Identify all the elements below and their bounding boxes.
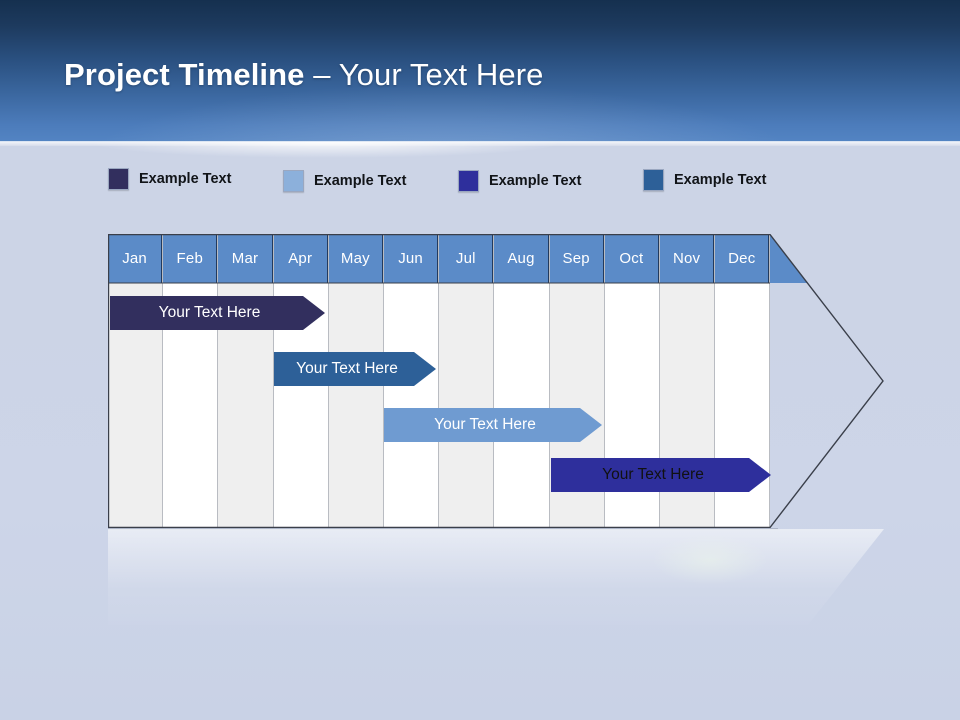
task-arrow-2[interactable]: Your Text Here: [274, 352, 436, 386]
task-arrow-label-4: Your Text Here: [602, 466, 704, 483]
month-header-dec: Dec: [715, 234, 770, 283]
title-header-band: [0, 0, 960, 142]
month-header-apr: Apr: [273, 234, 328, 283]
month-column-jul: Jul: [439, 234, 495, 528]
month-header-jan: Jan: [108, 234, 163, 283]
legend-label-4: Example Text: [674, 171, 767, 188]
month-header-feb: Feb: [163, 234, 218, 283]
month-header-jul: Jul: [439, 234, 494, 283]
month-column-mar: Mar: [218, 234, 274, 528]
task-arrow-label-1: Your Text Here: [158, 304, 261, 321]
legend-item-3: Example Text: [458, 170, 581, 192]
legend-item-4: Example Text: [643, 169, 766, 191]
legend-item-2: Example Text: [283, 170, 406, 192]
task-arrow-label-2: Your Text Here: [296, 360, 398, 377]
page-title-light: Your Text Here: [338, 57, 544, 92]
legend-item-1: Example Text: [108, 168, 231, 190]
month-header-mar: Mar: [218, 234, 273, 283]
task-arrow-3[interactable]: Your Text Here: [384, 408, 602, 442]
page-title: Project Timeline – Your Text Here: [64, 57, 543, 93]
legend-swatch-4: [643, 169, 664, 191]
task-arrow-1[interactable]: Your Text Here: [110, 296, 325, 330]
month-header-jun: Jun: [384, 234, 439, 283]
chart-reflection-line: [108, 528, 778, 530]
month-column-aug: Aug: [494, 234, 550, 528]
task-arrow-label-3: Your Text Here: [434, 416, 536, 433]
month-column-feb: Feb: [163, 234, 219, 528]
reflection-glow: [620, 520, 800, 600]
chart-reflection: [108, 529, 884, 625]
legend-label-2: Example Text: [314, 172, 407, 189]
legend-swatch-3: [458, 170, 479, 192]
legend-label-1: Example Text: [139, 170, 232, 187]
month-header-nov: Nov: [660, 234, 715, 283]
legend-label-3: Example Text: [489, 172, 582, 189]
page-title-bold: Project Timeline: [64, 57, 305, 92]
month-header-sep: Sep: [549, 234, 604, 283]
month-header-aug: Aug: [494, 234, 549, 283]
month-column-jan: Jan: [108, 234, 164, 528]
legend-swatch-2: [283, 170, 304, 192]
month-header-oct: Oct: [604, 234, 659, 283]
task-arrow-4[interactable]: Your Text Here: [551, 458, 771, 492]
legend-swatch-1: [108, 168, 129, 190]
month-header-may: May: [328, 234, 383, 283]
header-bottom-edge: [0, 141, 960, 146]
page-title-separator: –: [304, 57, 339, 92]
